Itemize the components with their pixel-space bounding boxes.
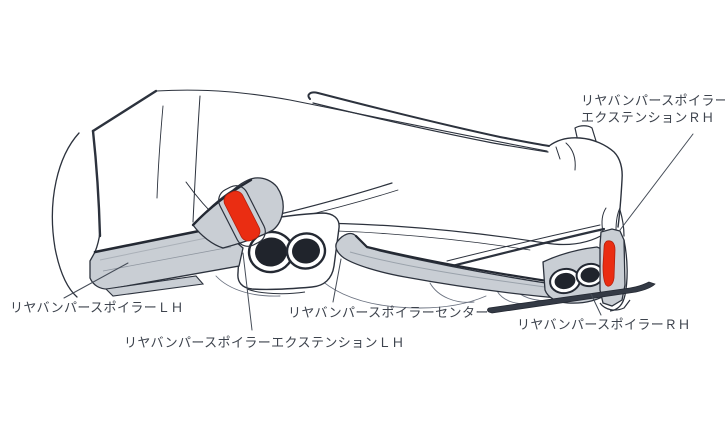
label-rear-bumper-spoiler-extension-rh: リヤバンパースポイラー エクステンションＲＨ	[581, 92, 725, 126]
label-rear-bumper-spoiler-lh: リヤバンパースポイラーＬＨ	[10, 300, 184, 315]
leader-lines	[63, 133, 694, 331]
leader-center	[332, 258, 342, 303]
taillight-line-outer	[307, 91, 550, 147]
part-rear-bumper-spoiler-lh	[89, 225, 244, 297]
bumper-top-line	[155, 89, 548, 152]
part-rear-bumper-spoiler-extension-lh	[191, 177, 284, 249]
deck-edge-line	[91, 89, 158, 133]
reflector-rh	[602, 240, 616, 287]
leader-lh	[63, 262, 129, 299]
leader-rh	[590, 293, 602, 316]
exhaust-tip-left2-bore	[292, 238, 320, 264]
wheel-arch-line	[51, 132, 80, 298]
spoiler-lh-lip	[104, 275, 205, 297]
taillight-line-inner	[312, 102, 549, 153]
reflector-lh-bezel	[218, 185, 266, 247]
part-rear-bumper-spoiler-rh	[542, 246, 611, 304]
exhaust-tip-right2-bore	[580, 267, 600, 283]
label-line: リヤバンパースポイラー	[581, 93, 725, 108]
leader-ext-lh	[242, 252, 253, 331]
part-rear-bumper-spoiler-center	[335, 232, 577, 300]
label-rear-bumper-spoiler-extension-lh: リヤバンパースポイラーエクステンションＬＨ	[124, 335, 405, 350]
rear-strake-blade	[487, 281, 656, 314]
part-rear-bumper-spoiler-extension-rh	[599, 228, 631, 312]
label-rear-bumper-spoiler-rh: リヤバンパースポイラーＲＨ	[517, 317, 691, 332]
label-rear-bumper-spoiler-center: リヤバンパースポイラーセンター	[288, 305, 489, 320]
exhaust-tip-right-bore	[554, 272, 576, 290]
label-line: エクステンションＲＨ	[581, 110, 715, 125]
left-crease-line	[91, 129, 102, 238]
right-corner-line	[548, 137, 623, 228]
exhaust-tip-left-bore	[255, 237, 287, 267]
reflector-lh	[223, 190, 261, 242]
leader-ext-rh	[619, 133, 694, 231]
